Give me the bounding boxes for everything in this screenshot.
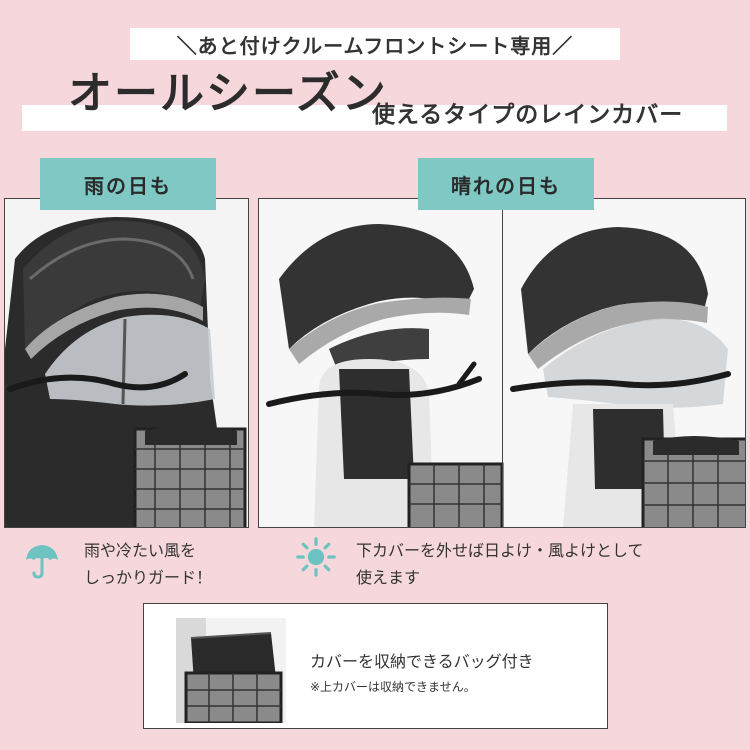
storage-bag-photo	[176, 618, 286, 723]
sun-cover-photos	[258, 198, 746, 528]
rain-cover-photo	[4, 198, 249, 528]
rain-cover-illustration	[5, 199, 248, 527]
subtitle-band	[130, 28, 620, 60]
umbrella-icon	[26, 545, 58, 579]
title-sub: 使えるタイプのレインカバー	[372, 102, 684, 128]
sun-icon	[296, 537, 336, 577]
title-main: オールシーズン	[68, 68, 388, 119]
rain-caption-line: しっかりガード！	[84, 568, 213, 587]
rain-caption: 雨や冷たい風を しっかりガード！	[84, 537, 212, 591]
subtitle: ＼あと付けクルームフロントシート専用／	[176, 33, 574, 58]
sun-label: 晴れの日も	[418, 158, 594, 210]
storage-bag-box: カバーを収納できるバッグ付き ※上カバーは収納できません。	[143, 603, 608, 729]
sun-caption-line: 下カバーを外せば日よけ・風よけとして	[356, 541, 644, 560]
panel-divider	[502, 199, 503, 527]
storage-bag-note: ※上カバーは収納できません。	[310, 680, 476, 694]
title-band	[22, 105, 727, 131]
sun-caption: 下カバーを外せば日よけ・風よけとして 使えます	[356, 537, 644, 591]
sun-caption-line: 使えます	[356, 568, 421, 587]
rain-label: 雨の日も	[40, 158, 216, 210]
rain-caption-line: 雨や冷たい風を	[84, 541, 197, 560]
storage-bag-text: カバーを収納できるバッグ付き	[310, 652, 534, 671]
